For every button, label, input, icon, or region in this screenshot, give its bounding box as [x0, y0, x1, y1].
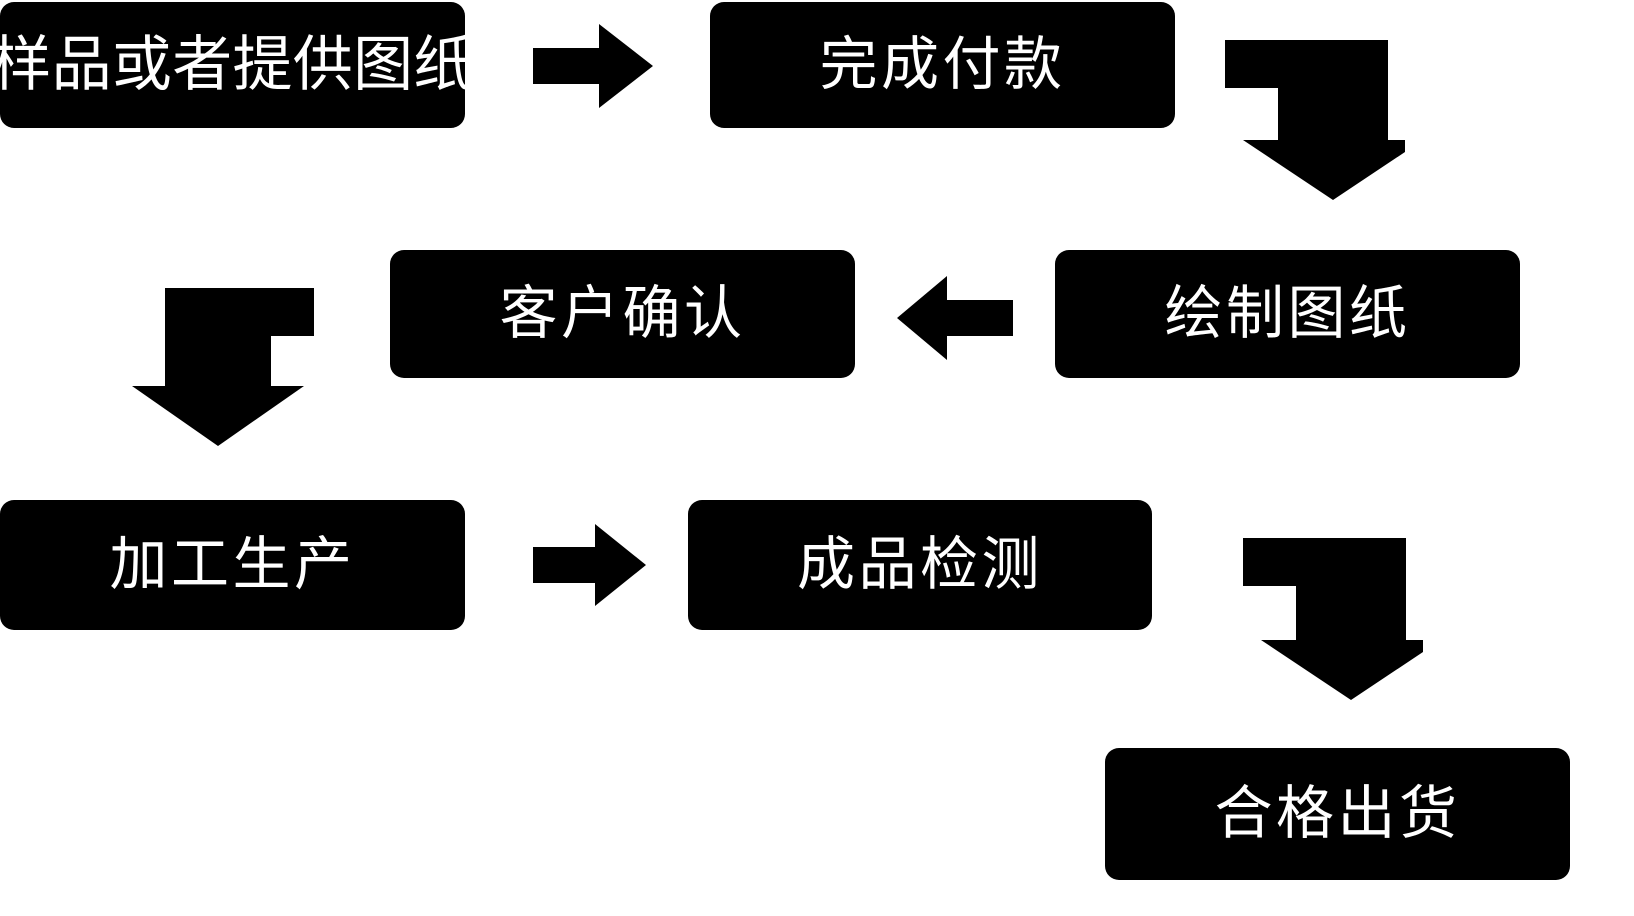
arrow-elbow-right-down-icon: [1243, 538, 1423, 700]
flow-node-label: 绘制图纸: [1164, 281, 1411, 346]
flow-node-label: 加工生产: [109, 532, 356, 597]
flow-node-customer-confirmation[interactable]: 客户确认: [390, 250, 855, 378]
flow-node-label: 完成付款: [819, 32, 1066, 97]
flow-node-label: 成品检测: [797, 532, 1043, 597]
arrow-left-icon: [897, 276, 1013, 360]
arrow-right-icon: [533, 24, 653, 108]
arrow-elbow-right-down-icon: [1225, 40, 1405, 200]
flow-node-label: 合格出货: [1214, 781, 1461, 846]
flow-node-qualified-shipment[interactable]: 合格出货: [1105, 748, 1570, 880]
flow-node-sample-or-drawing[interactable]: 样品或者提供图纸: [0, 2, 473, 128]
arrow-right-icon: [533, 524, 646, 606]
flow-node-label: 客户确认: [499, 281, 746, 346]
flow-node-processing-production[interactable]: 加工生产: [0, 500, 465, 630]
flow-node-finished-product-inspection[interactable]: 成品检测: [688, 500, 1152, 630]
flow-node-label: 样品或者提供图纸: [0, 31, 474, 98]
flow-node-draw-drawing[interactable]: 绘制图纸: [1055, 250, 1520, 378]
flow-node-complete-payment[interactable]: 完成付款: [710, 2, 1175, 128]
arrow-elbow-left-down-icon: [130, 288, 314, 446]
